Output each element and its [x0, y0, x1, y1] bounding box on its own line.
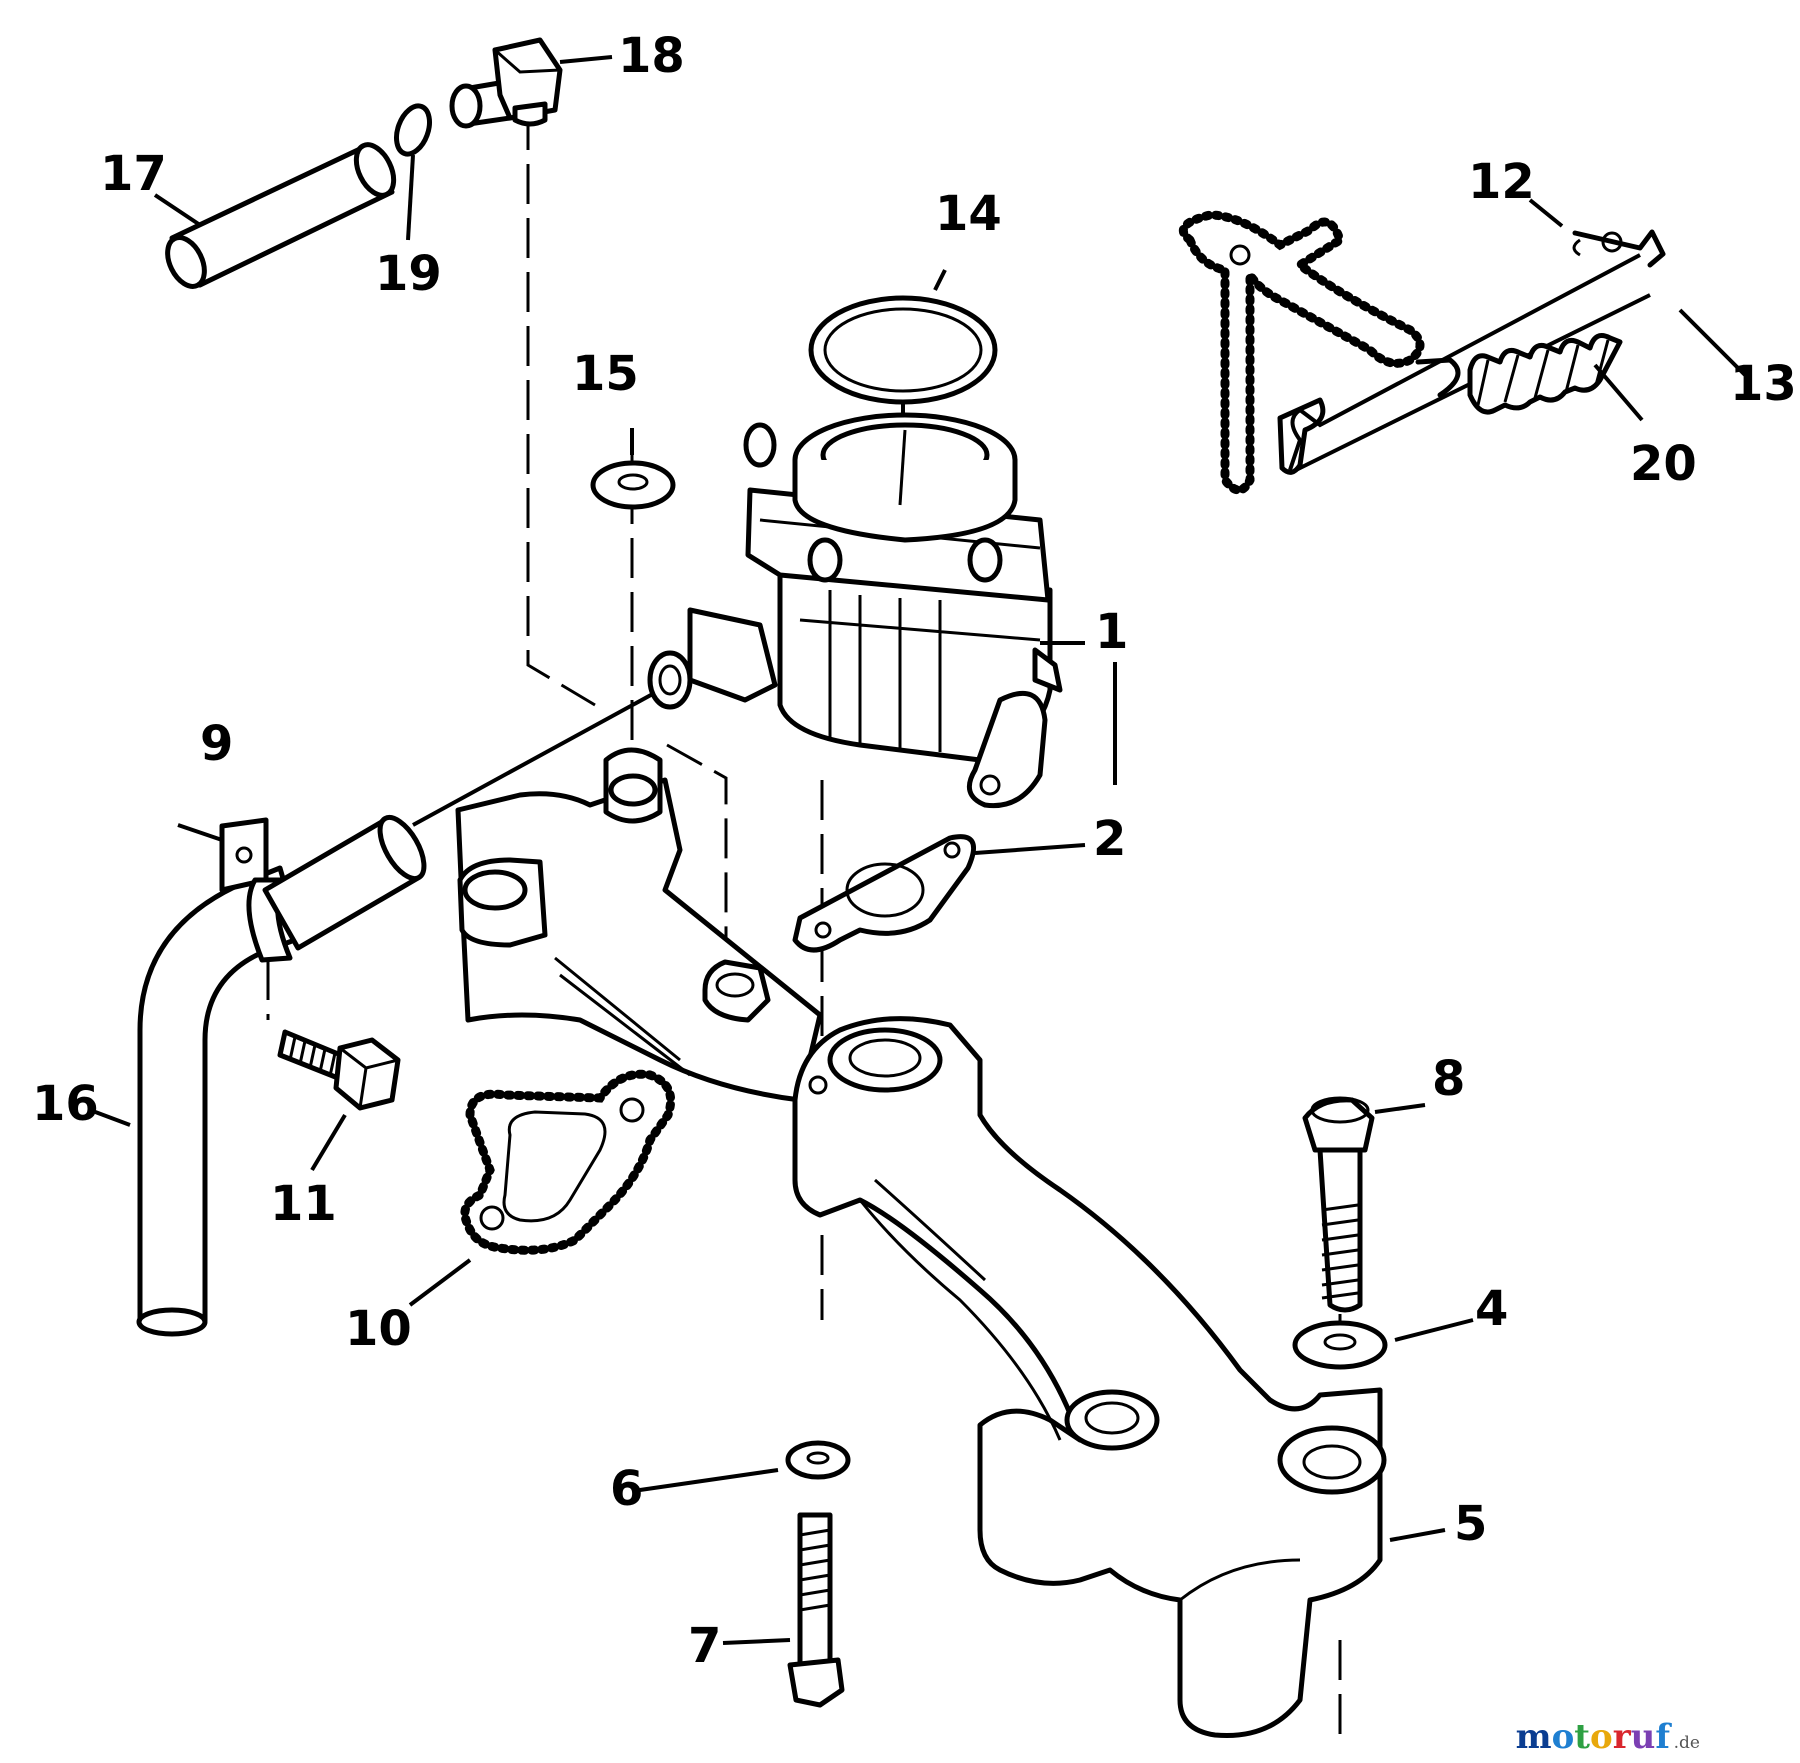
linkage-spring [1277, 229, 1666, 475]
bolt-8 [1302, 1096, 1375, 1313]
gasket-2 [792, 834, 976, 953]
callout-9: 9 [200, 716, 233, 772]
o-ring-14 [808, 295, 998, 405]
spring-coil-20 [1467, 333, 1623, 415]
svg-text:motoruf: motoruf [1516, 1717, 1673, 1757]
callout-20: 20 [1630, 436, 1697, 492]
carburetor-1 [647, 412, 1063, 809]
callout-16: 16 [32, 1076, 99, 1132]
leader-arrows [89, 55, 1747, 1645]
clamp-bracket-9 [177, 817, 293, 1020]
gasket-10 [460, 1069, 676, 1255]
callout-6: 6 [610, 1461, 643, 1517]
callout-4: 4 [1475, 1281, 1508, 1337]
callout-5: 5 [1454, 1496, 1487, 1552]
bolt-11 [277, 1029, 401, 1111]
callout-8: 8 [1432, 1051, 1465, 1107]
manifold-runner-5 [792, 1016, 1387, 1739]
callout-18: 18 [618, 28, 685, 84]
callout-7: 7 [688, 1618, 721, 1674]
callout-11: 11 [270, 1176, 337, 1232]
motoruf-watermark-logo: motoruf .de [1516, 1717, 1700, 1757]
washer-4 [1292, 1320, 1388, 1370]
callout-13: 13 [1730, 356, 1797, 412]
elbow-fitting-18 [449, 37, 563, 129]
throttle-bracket [1178, 210, 1425, 495]
callout-10: 10 [345, 1301, 412, 1357]
hose-17 [165, 142, 397, 289]
callout-1: 1 [1095, 604, 1128, 660]
bolt-7 [787, 1512, 845, 1708]
callout-15: 15 [572, 346, 639, 402]
callout-2: 2 [1093, 811, 1126, 867]
intake-manifold [455, 747, 823, 1103]
washer-6 [785, 1440, 851, 1480]
svg-text:.de: .de [1674, 1733, 1700, 1753]
callout-12: 12 [1468, 154, 1535, 210]
callout-19: 19 [375, 246, 442, 302]
washer-15 [590, 460, 676, 510]
callout-14: 14 [935, 186, 1002, 242]
callout-17: 17 [100, 146, 167, 202]
o-ring-19 [394, 103, 432, 157]
hose-connector [262, 814, 427, 951]
callout-labels: 1 2 4 5 6 7 8 9 10 11 12 13 14 15 16 17 … [32, 28, 1797, 1674]
